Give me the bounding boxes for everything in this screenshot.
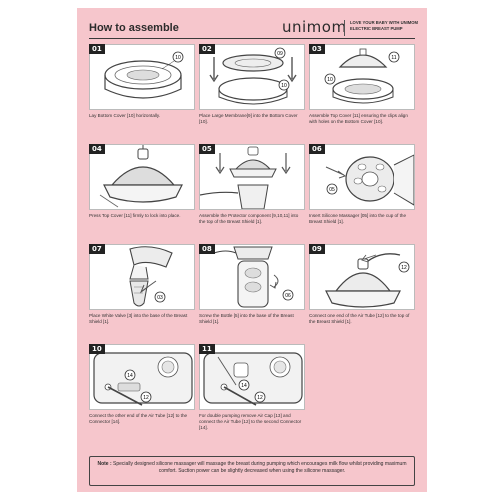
- callout-label: 05: [329, 187, 335, 193]
- white-valve-illustration: 03: [129, 246, 173, 307]
- step-illustration: 03: [89, 244, 195, 310]
- step-number: 08: [199, 244, 215, 254]
- step-illustration: 10: [89, 44, 195, 110]
- step-number: 10: [89, 344, 105, 354]
- step-illustration: 09 10: [199, 44, 305, 110]
- step-caption: Connect one end of the Air Tube [12] to …: [309, 313, 410, 324]
- step-illustration: [89, 144, 195, 210]
- callout-label: 09: [277, 51, 283, 57]
- step-illustration: 12: [309, 244, 415, 310]
- silicone-massager-illustration: 05: [325, 154, 414, 206]
- brand-logo: unimom: [282, 18, 347, 36]
- connector-illustration: 14 12: [93, 352, 193, 406]
- membrane-into-cover-illustration: 09 10: [209, 47, 297, 105]
- step-caption: For double pumping remove Air Cap [13] a…: [199, 413, 302, 430]
- callout-label: 10: [281, 83, 287, 89]
- step-caption: Insert Silicone Massager [05] into the c…: [309, 213, 407, 224]
- step-number: 05: [199, 144, 215, 154]
- step-illustration: [199, 144, 305, 210]
- step-number: 01: [89, 44, 105, 54]
- step-number: 09: [309, 244, 325, 254]
- step-illustration: 05: [309, 144, 415, 210]
- step-illustration: 11 10: [309, 44, 415, 110]
- step-number: 06: [309, 144, 325, 154]
- step-caption: Lay Bottom Cover [10] horizontally.: [89, 113, 161, 118]
- callout-label: 12: [401, 265, 407, 271]
- step-number: 07: [89, 244, 105, 254]
- press-top-cover-illustration: [99, 145, 183, 208]
- callout-label: 10: [175, 55, 181, 61]
- step-number: 11: [199, 344, 215, 354]
- air-tube-top-illustration: 12: [325, 253, 410, 308]
- double-pumping-illustration: 14 12: [203, 352, 303, 406]
- step-caption: Screw the Bottle [5] into the base of th…: [199, 313, 294, 324]
- step-illustration: 06: [199, 244, 305, 310]
- callout-label: 11: [391, 55, 396, 61]
- step-illustration: 14 12: [199, 344, 305, 410]
- step-number: 02: [199, 44, 215, 54]
- header-rule: [89, 38, 415, 39]
- step-caption: Press Top Cover [11] firmly to lock into…: [89, 213, 181, 218]
- step-caption: Place White Valve [3] into the base of t…: [89, 313, 188, 324]
- callout-label: 12: [143, 395, 149, 401]
- step-caption: Place Large Membrane[9] into the Bottom …: [199, 113, 298, 124]
- bottom-cover-illustration: 10: [104, 51, 184, 99]
- note-box: Note : Specially designed silicone massa…: [89, 456, 415, 486]
- step-caption: Assemble Top Cover [11] ensuring the cli…: [309, 113, 408, 124]
- instruction-sheet: How to assemble unimom LOVE YOUR BABY WI…: [77, 8, 427, 492]
- screw-bottle-illustration: 06: [213, 246, 294, 308]
- top-cover-assembly-illustration: 11 10: [324, 48, 400, 104]
- brand-divider: [344, 20, 345, 36]
- brand-block: unimom LOVE YOUR BABY WITH UNIMOM ELECTR…: [282, 18, 418, 36]
- callout-label: 14: [127, 373, 133, 379]
- callout-label: 03: [157, 295, 163, 301]
- sheet-title: How to assemble: [89, 22, 179, 34]
- callout-label: 14: [241, 383, 247, 389]
- callout-label: 12: [257, 395, 263, 401]
- note-label: Note :: [97, 461, 112, 467]
- step-caption: Connect the other end of the Air Tube [1…: [89, 413, 188, 424]
- step-number: 03: [309, 44, 325, 54]
- sheet-header: How to assemble unimom LOVE YOUR BABY WI…: [77, 8, 427, 42]
- brand-tagline: LOVE YOUR BABY WITH UNIMOM ELECTRIC BREA…: [350, 20, 419, 31]
- step-number: 04: [89, 144, 105, 154]
- step-illustration: 14 12: [89, 344, 195, 410]
- protector-into-shield-illustration: [200, 146, 291, 209]
- note-text: Specially designed silicone massager wil…: [113, 461, 407, 474]
- step-caption: Assemble the Protector component [9,10,1…: [199, 213, 299, 224]
- callout-label: 06: [285, 293, 291, 299]
- callout-label: 10: [327, 77, 333, 83]
